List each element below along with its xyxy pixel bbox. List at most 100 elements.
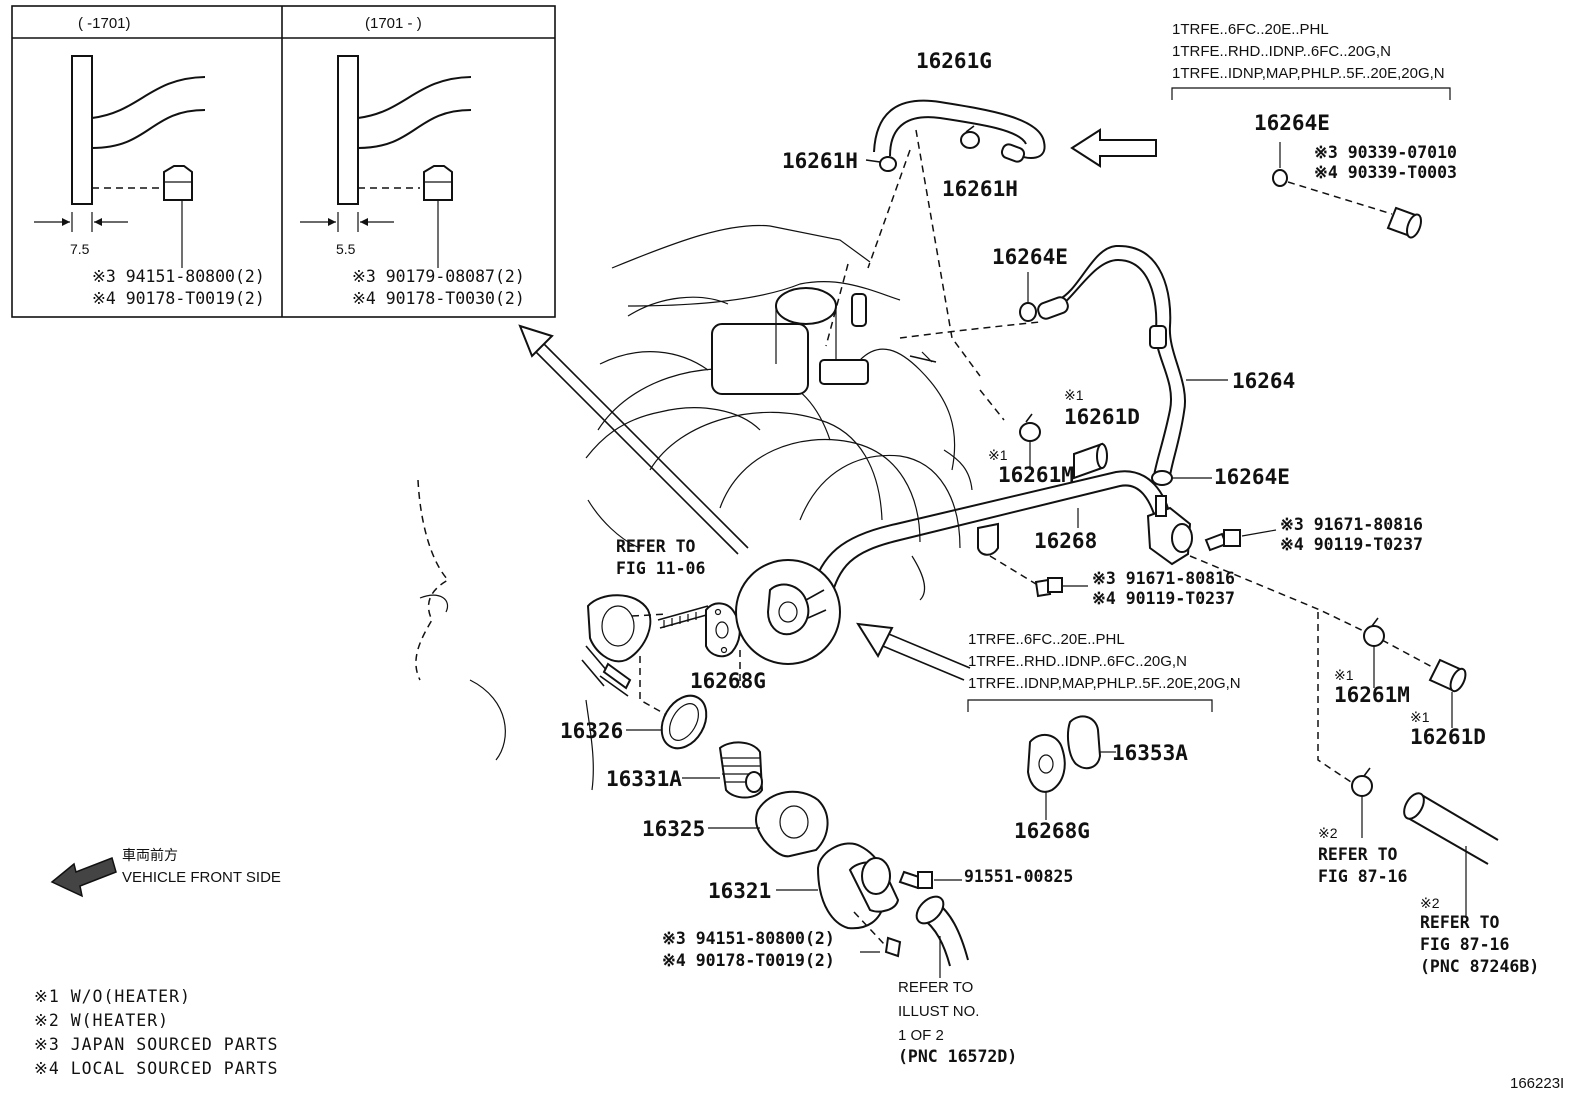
heater-hose-lower (1403, 792, 1499, 918)
hose-16264 (1037, 244, 1228, 477)
illustration-id: 166223I (1510, 1075, 1564, 1092)
clamp-16264E-lower (1151, 470, 1212, 486)
detail-pointer-arrow (518, 324, 749, 555)
seal-16326 (626, 694, 708, 750)
bolt-91671-right (1204, 529, 1277, 552)
stud-bolt (657, 605, 711, 629)
label-16264E-lower: 16264E (1214, 465, 1290, 489)
legend: ※1 W/O(HEATER) ※2 W(HEATER) ※3 JAPAN SOU… (34, 987, 278, 1078)
legend-4: ※4 LOCAL SOURCED PARTS (34, 1059, 278, 1078)
clamp-16261M-lower (1363, 617, 1385, 688)
ref-fig-11-06-line-1: REFER TO (616, 537, 696, 556)
pipe-fitting-right (1146, 495, 1193, 566)
pno-housing-nut-jp: ※3 94151-80800(2) (662, 929, 835, 948)
label-16261M-upper: 16261M (998, 463, 1074, 487)
label-16268G-lower: 16268G (1014, 819, 1090, 843)
inset-left-part-local: ※4 90178-T0019(2) (92, 289, 265, 308)
front-arrow-icon (50, 857, 117, 898)
inset-right-part-local: ※4 90178-T0030(2) (352, 289, 525, 308)
label-bolt-91551: 91551-00825 (964, 867, 1073, 886)
label-16264E-top: 16264E (1254, 111, 1330, 135)
ref-illust-line-1: REFER TO (898, 979, 973, 996)
label-16325: 16325 (642, 817, 705, 841)
inset-left-nut (163, 165, 193, 201)
nut-housing (853, 911, 902, 958)
pno-clamp-top-local: ※4 90339-T0003 (1314, 163, 1457, 182)
clamp-16261H-right (960, 125, 980, 149)
label-16261D-upper: 16261D (1064, 405, 1140, 429)
vehicle-front-direction: 車両前方 VEHICLE FRONT SIDE (50, 847, 281, 898)
label-16264: 16264 (1232, 369, 1295, 393)
ref-fig-87-16-a-line-2: FIG 87-16 (1318, 867, 1407, 886)
front-label-jp: 車両前方 (122, 847, 178, 863)
label-16261H-right: 16261H (942, 177, 1018, 201)
inset-detail-box: ( -1701) (1701 - ) 7.5 ※3 94151-80800(2)… (11, 5, 556, 318)
direction-arrow-top (1070, 128, 1157, 168)
inset-right-header: (1701 - ) (365, 15, 422, 32)
front-label-en: VEHICLE FRONT SIDE (122, 869, 281, 886)
pno-bolt-mid-local: ※4 90119-T0237 (1092, 589, 1235, 608)
legend-3: ※3 JAPAN SOURCED PARTS (34, 1035, 278, 1054)
clamp-16261M-upper (1019, 413, 1041, 470)
mark-16261M-lower: ※1 (1334, 667, 1354, 683)
legend-2: ※2 W(HEATER) (34, 1011, 169, 1030)
label-16261H-left: 16261H (782, 149, 858, 173)
label-16353A: 16353A (1112, 741, 1188, 765)
legend-1: ※1 W/O(HEATER) (34, 987, 191, 1006)
ref-fig-87-16-b-line-3: (PNC 87246B) (1420, 957, 1539, 976)
mark-16261D-lower: ※1 (1410, 709, 1430, 725)
gasket-16268G-lower (1026, 733, 1066, 820)
ref-illust-line-4: (PNC 16572D) (898, 1047, 1017, 1066)
pno-bolt-mid-jp: ※3 91671-80816 (1092, 569, 1235, 588)
housing-16321 (776, 842, 900, 930)
clamp-16264E-upper (1019, 272, 1037, 322)
label-16268G-upper: 16268G (690, 669, 766, 693)
model-mid-line-1: 1TRFE..6FC..20E..PHL (968, 631, 1125, 648)
model-mid-line-3: 1TRFE..IDNP,MAP,PHLP..5F..20E,20G,N (968, 675, 1241, 692)
inset-left-flange (71, 55, 93, 205)
ref-fig-87-16-b-line-2: FIG 87-16 (1420, 935, 1509, 954)
throttle-body (711, 323, 809, 395)
inset-right-flange (337, 55, 359, 205)
thermostat-16331A (682, 741, 764, 799)
clamp-heater-lower (1351, 767, 1373, 838)
bolt-91671-mid (989, 555, 1088, 598)
label-16326: 16326 (560, 719, 623, 743)
model-top-line-3: 1TRFE..IDNP,MAP,PHLP..5F..20E,20G,N (1172, 65, 1445, 82)
pno-bolt-right-local: ※4 90119-T0237 (1280, 535, 1423, 554)
inset-left-header: ( -1701) (78, 15, 131, 32)
ref-fig-11-06-line-2: FIG 11-06 (616, 559, 705, 578)
clamp-16264E-top (1272, 142, 1288, 187)
label-16261G: 16261G (916, 49, 992, 73)
inset-left-dimension: 7.5 (70, 241, 90, 257)
label-16264E-left: 16264E (992, 245, 1068, 269)
pno-clamp-top-jp: ※3 90339-07010 (1314, 143, 1457, 162)
model-group-top: 1TRFE..6FC..20E..PHL 1TRFE..RHD..IDNP..6… (1171, 21, 1451, 100)
model-top-line-2: 1TRFE..RHD..IDNP..6FC..20G,N (1172, 43, 1391, 60)
gasket-16325 (708, 790, 829, 858)
radiator-hose-lower (915, 895, 969, 978)
pipe-16268 (811, 470, 1171, 601)
plug-16261D-lower (1428, 658, 1467, 728)
plate-16353A (1067, 715, 1116, 770)
engine-silhouette (415, 224, 973, 791)
plug-top-right (1386, 206, 1422, 239)
label-16261M-lower: 16261M (1334, 683, 1410, 707)
gasket-16268G-upper (705, 602, 741, 658)
model-mid-line-2: 1TRFE..RHD..IDNP..6FC..20G,N (968, 653, 1187, 670)
label-16268: 16268 (1034, 529, 1097, 553)
mark-heater-ref-b: ※2 (1420, 895, 1440, 911)
magnified-detail-circle (735, 559, 841, 665)
clamp-16261H-left (865, 156, 897, 172)
label-16321: 16321 (708, 879, 771, 903)
ref-fig-87-16-b-line-1: REFER TO (1420, 913, 1500, 932)
mark-16261D-upper: ※1 (1064, 387, 1084, 403)
ref-illust-line-2: ILLUST NO. (898, 1003, 979, 1020)
inset-right-part-jp: ※3 90179-08087(2) (352, 267, 525, 286)
mark-heater-ref-a: ※2 (1318, 825, 1338, 841)
pno-housing-nut-local: ※4 90178-T0019(2) (662, 951, 835, 970)
plug-16261D-upper (1073, 442, 1108, 480)
label-16331A: 16331A (606, 767, 682, 791)
inset-right-dimension: 5.5 (336, 241, 356, 257)
